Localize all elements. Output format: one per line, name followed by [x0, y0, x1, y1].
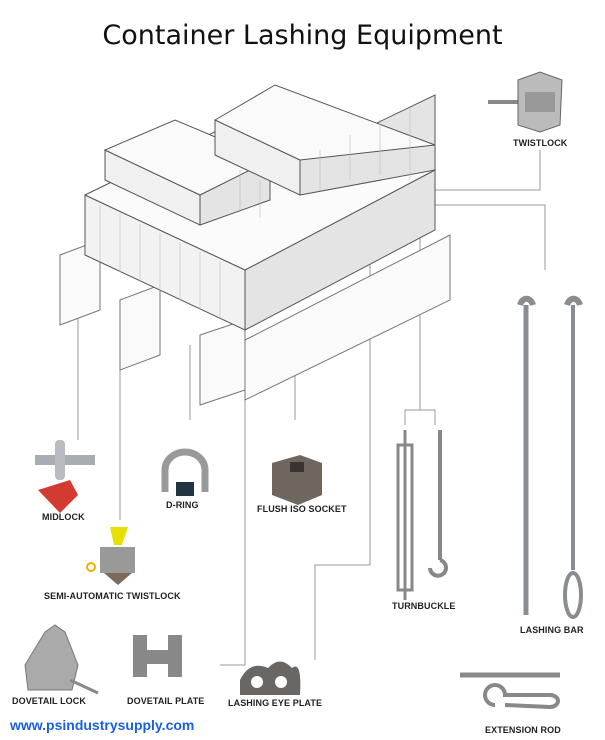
- semi-automatic-twistlock-icon: [86, 527, 135, 585]
- page-title: Container Lashing Equipment: [102, 20, 503, 51]
- dovetail-lock-icon: [24, 624, 99, 695]
- label-dovetail-plate: DOVETAIL PLATE: [127, 696, 205, 706]
- turnbuckle-icon: [396, 430, 448, 600]
- midlock-icon: [35, 440, 95, 513]
- extension-rod-icon: [460, 672, 560, 710]
- dovetail-plate-icon: [133, 635, 182, 677]
- label-semi-automatic-twistlock: SEMI-AUTOMATIC TWISTLOCK: [44, 591, 181, 601]
- label-flush-iso-socket: FLUSH ISO SOCKET: [257, 504, 347, 514]
- lashing-eye-plate-icon: [240, 661, 301, 695]
- label-turnbuckle: TURNBUCKLE: [392, 601, 456, 611]
- twistlock-icon: [488, 71, 563, 133]
- label-midlock: MIDLOCK: [42, 512, 85, 522]
- label-extension-rod: EXTENSION ROD: [485, 725, 561, 735]
- label-lashing-eye-plate: LASHING EYE PLATE: [228, 698, 323, 708]
- lashing-bar-icon: [517, 295, 583, 619]
- container-ribs: [99, 107, 411, 319]
- label-dovetail-lock: DOVETAIL LOCK: [12, 696, 86, 706]
- label-lashing-bar: LASHING BAR: [520, 625, 584, 635]
- label-d-ring: D-RING: [166, 500, 199, 510]
- deck-blocks: [59, 234, 451, 406]
- flush-iso-socket-icon: [272, 455, 322, 505]
- website-link[interactable]: www.psindustrysupply.com: [10, 717, 195, 733]
- label-twistlock: TWISTLOCK: [513, 138, 568, 148]
- d-ring-icon: [161, 448, 209, 496]
